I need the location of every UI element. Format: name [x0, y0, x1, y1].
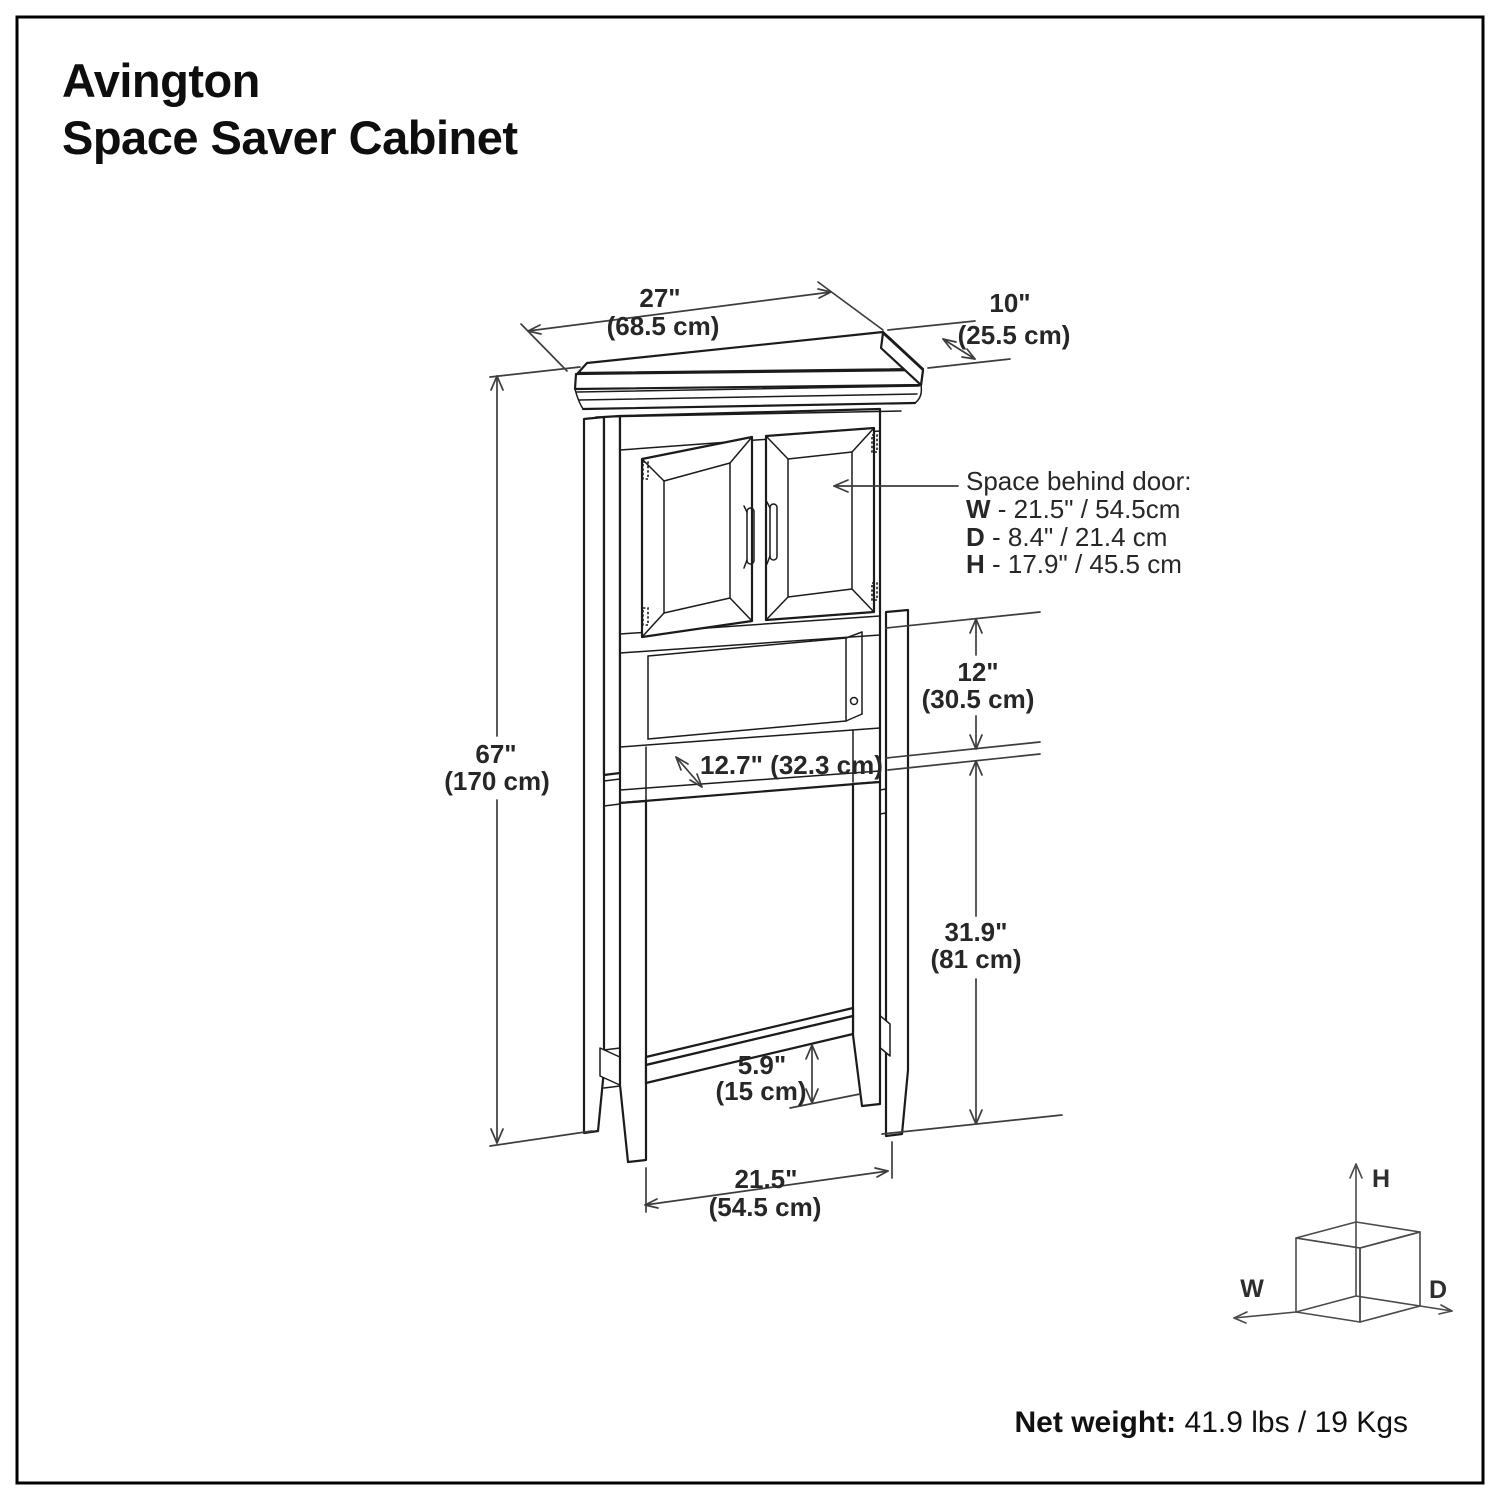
dim-stretcher: 5.9" (15 cm)	[715, 1044, 861, 1109]
axis-d-label: D	[1429, 1276, 1447, 1304]
axis-w-label: W	[1240, 1275, 1264, 1303]
dim-top-depth-cm: (25.5 cm)	[958, 320, 1071, 350]
dim-clearance: 31.9" (81 cm)	[881, 760, 1063, 1135]
dim-clearance-cm: (81 cm)	[930, 944, 1021, 974]
shelf-pin-hole	[849, 696, 859, 706]
dim-base-width-cm: (54.5 cm)	[709, 1192, 822, 1222]
front-stretcher	[644, 1014, 855, 1085]
dim-base-width-in: 21.5"	[735, 1164, 798, 1194]
door-handle-left	[743, 505, 755, 569]
crown-top	[573, 330, 925, 418]
sbd-width: W - 21.5" / 54.5cm	[966, 494, 1180, 524]
sbd-height: H - 17.9" / 45.5 cm	[966, 549, 1182, 579]
back-left-leg	[582, 415, 606, 1135]
product-title-line1: Avington	[62, 54, 260, 107]
door-hinges	[642, 434, 878, 626]
dimension-annotations: 27" (68.5 cm) 10" (25.5 cm) Space behind…	[444, 281, 1192, 1222]
shelf-front-bottom	[619, 770, 881, 791]
dim-top-width-cm: (68.5 cm)	[607, 311, 720, 341]
space-behind-door-note: Space behind door: W - 21.5" / 54.5cm D …	[833, 466, 1192, 579]
axis-h-arrow-icon	[1349, 1163, 1363, 1179]
dim-top-depth: 10" (25.5 cm)	[887, 288, 1071, 369]
left-side-panel	[602, 414, 622, 777]
page-border	[15, 15, 1485, 1485]
dim-stretcher-in: 5.9"	[738, 1050, 786, 1080]
title-block: Avington Space Saver Cabinet	[62, 54, 519, 164]
axis-d-line	[1419, 1305, 1453, 1312]
axis-w-line	[1233, 1311, 1297, 1319]
dim-total-height: 67" (170 cm)	[444, 366, 593, 1147]
dim-open-space-cm: (30.5 cm)	[922, 684, 1035, 714]
right-door	[764, 426, 876, 622]
hinge-icon	[871, 434, 878, 453]
sbd-heading: Space behind door:	[966, 466, 1192, 496]
net-weight: Net weight: 41.9 lbs / 19 Kgs	[1015, 1406, 1408, 1439]
open-shelf-cavity	[647, 631, 863, 740]
hinge-icon	[642, 607, 649, 626]
dim-open-space: 12" (30.5 cm)	[885, 611, 1041, 771]
sbd-depth: D - 8.4" / 21.4 cm	[966, 522, 1167, 552]
front-right-leg	[851, 780, 882, 1108]
dim-stretcher-cm: (15 cm)	[715, 1076, 806, 1106]
cabinet-doors	[640, 426, 878, 639]
dim-clearance-in: 31.9"	[945, 917, 1008, 947]
dim-top-width-in: 27"	[639, 283, 680, 313]
cube-top-face	[1295, 1221, 1421, 1249]
hinge-icon	[871, 582, 878, 601]
axis-h-label: H	[1372, 1165, 1390, 1193]
mid-rail-bottom	[619, 634, 881, 654]
dim-open-space-in: 12"	[957, 657, 998, 687]
dim-total-height-in: 67"	[475, 739, 516, 769]
dim-shelf-depth-text: 12.7" (32.3 cm)	[700, 750, 883, 780]
axis-d-arrow-icon	[1438, 1304, 1453, 1315]
back-right-leg	[884, 608, 910, 1138]
dim-top-depth-in: 10"	[989, 288, 1030, 318]
dim-total-height-cm: (170 cm)	[444, 766, 550, 796]
axis-w-arrow-icon	[1233, 1311, 1248, 1324]
front-left-leg	[618, 799, 648, 1164]
product-title-line2: Space Saver Cabinet	[62, 111, 518, 164]
dim-top-width: 27" (68.5 cm)	[520, 281, 884, 372]
left-door	[640, 435, 754, 639]
dim-shelf-depth: 12.7" (32.3 cm)	[675, 750, 883, 788]
cube-hidden-edges	[1295, 1221, 1421, 1313]
dim-base-width: 21.5" (54.5 cm)	[644, 1141, 893, 1222]
shelf-front-top	[619, 727, 881, 748]
cabinet-drawing	[573, 330, 925, 1164]
door-handle-right	[766, 501, 778, 565]
hinge-icon	[642, 461, 649, 480]
axis-cube: H W D	[1233, 1163, 1453, 1324]
